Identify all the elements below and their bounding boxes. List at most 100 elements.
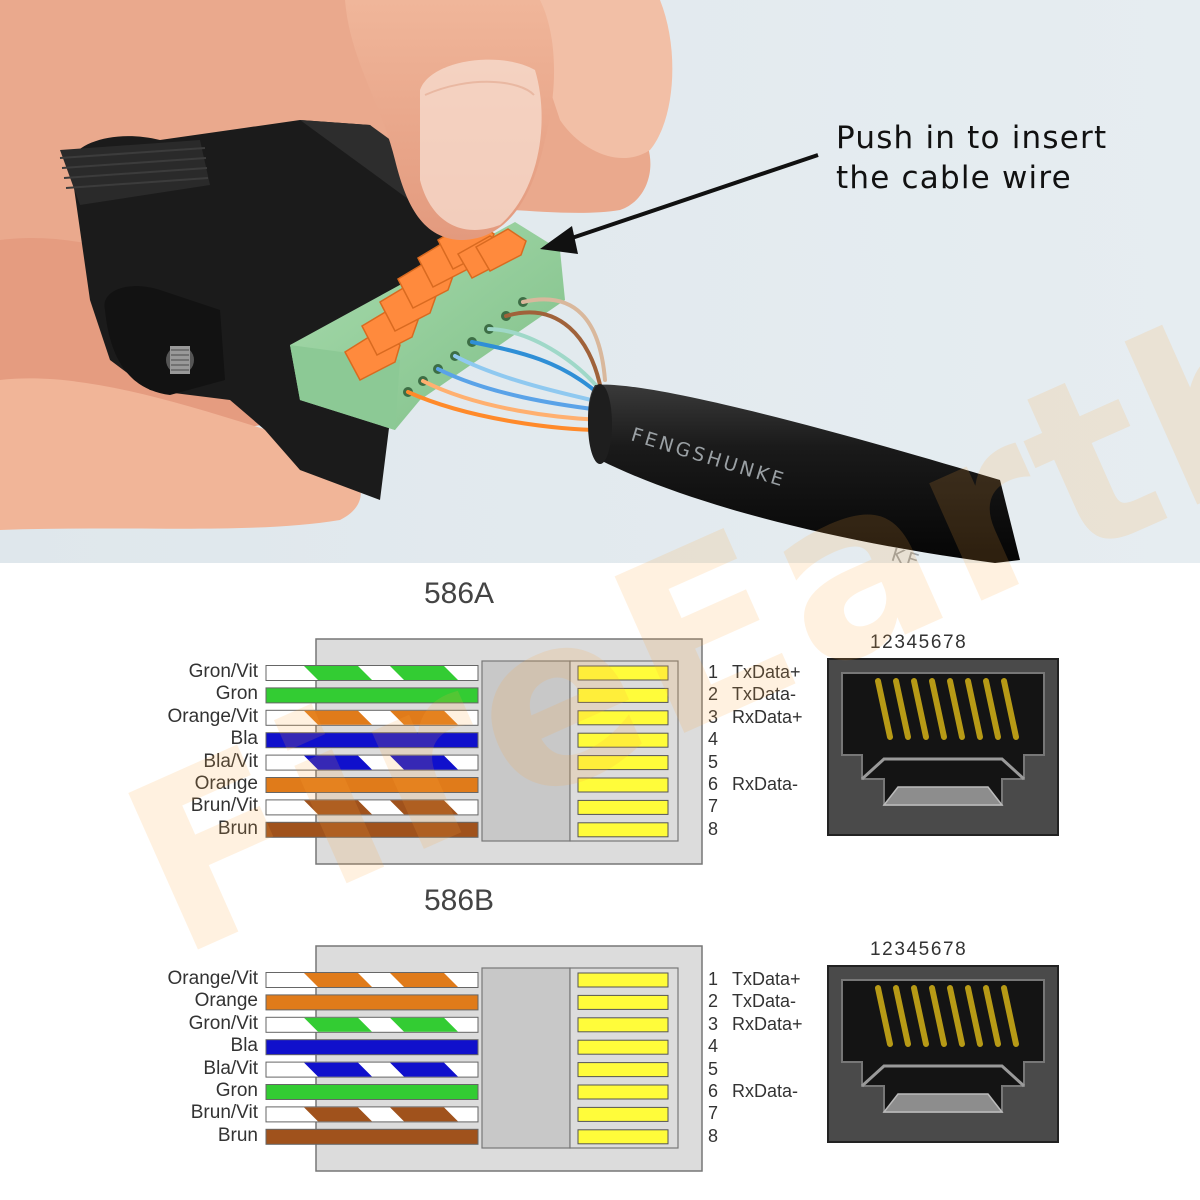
- pin-number: 7: [708, 796, 719, 817]
- pin-number: 1: [708, 969, 719, 989]
- wire-2: [265, 687, 479, 704]
- jack-contact-8: [1001, 678, 1019, 740]
- contact-pin-6: [577, 1084, 669, 1100]
- standard-586a-diagram: 586A 12345678 Gron/Vit 1 TxData+ Gron 2 TxDat…: [0, 577, 1200, 877]
- wire-4: [265, 732, 479, 749]
- pin-number: 3: [708, 1013, 719, 1034]
- wire-stripe: [390, 800, 458, 815]
- pin-number: 2: [708, 684, 719, 705]
- jack-contact-2: [893, 678, 911, 740]
- wire-label: Bla/Vit: [203, 750, 258, 772]
- wire-stripe: [390, 1062, 458, 1077]
- plug-latch: [481, 660, 571, 842]
- pin-number: 1: [708, 662, 719, 682]
- pin-signal: TxData-: [732, 684, 797, 705]
- jack-contact-8: [1001, 985, 1019, 1047]
- pin-number: 5: [708, 751, 719, 772]
- jack-contact-6: [965, 985, 983, 1047]
- jack-pin-numbers: 12345678: [870, 632, 968, 653]
- wire-stripe: [304, 973, 372, 987]
- wire-stripe: [304, 1017, 372, 1032]
- pin-signal: TxData+: [732, 969, 801, 989]
- wire-4: [265, 1039, 479, 1056]
- wire-label: Brun: [217, 1124, 258, 1146]
- wire-2: [265, 994, 479, 1011]
- wire-label: Orange/Vit: [167, 705, 258, 727]
- wire-stripe: [390, 755, 458, 770]
- callout-line-2: the cable wire: [836, 160, 1072, 196]
- pin-number: 8: [708, 818, 719, 839]
- wire-label: Gron/Vit: [188, 661, 258, 682]
- wire-stripe: [304, 1062, 372, 1077]
- contact-pin-3: [577, 1017, 669, 1033]
- pin-number: 6: [708, 774, 719, 794]
- pin-number: 7: [708, 1103, 719, 1124]
- pin-signal: RxData-: [732, 774, 799, 794]
- wire-stripe: [390, 1107, 458, 1122]
- wire-stripe: [390, 973, 458, 987]
- callout-arrowhead: [540, 226, 578, 254]
- pin-number: 4: [708, 1036, 719, 1057]
- contact-pin-7: [577, 799, 669, 815]
- jack-contact-3: [911, 678, 929, 740]
- jack-contact-4: [929, 985, 947, 1047]
- wire-label: Brun/Vit: [190, 1102, 258, 1124]
- pin-signal: RxData+: [732, 1013, 803, 1034]
- wire-label: Orange: [194, 990, 258, 1012]
- product-photo: FENGSHUNKE KE Push in to insert the cabl…: [0, 0, 1200, 563]
- jack-contact-5: [947, 985, 965, 1047]
- contact-pin-2: [577, 687, 669, 703]
- wire-stripe: [390, 1017, 458, 1032]
- pin-number: 3: [708, 706, 719, 727]
- wire-label: Gron: [215, 1080, 258, 1101]
- pin-signal: TxData-: [732, 991, 797, 1012]
- pin-number: 4: [708, 729, 719, 750]
- plug-latch: [481, 967, 571, 1149]
- wire-stripe: [390, 666, 458, 680]
- callout-line-1: Push in to insert: [836, 120, 1108, 156]
- contact-pin-2: [577, 994, 669, 1010]
- wire-stripe: [304, 1107, 372, 1122]
- pin-signal: TxData+: [732, 662, 801, 682]
- connector-photo-illustration: FENGSHUNKE KE: [0, 0, 1200, 563]
- wire-8: [265, 821, 479, 838]
- jack-contact-4: [929, 678, 947, 740]
- wire-stripe: [304, 755, 372, 770]
- wire-label: Gron/Vit: [188, 1012, 258, 1034]
- wire-label: Brun: [217, 817, 258, 839]
- wire-label: Orange: [194, 773, 258, 794]
- pin-number: 8: [708, 1125, 719, 1146]
- pin-number: 6: [708, 1081, 719, 1101]
- wire-label: Bla: [230, 1035, 258, 1057]
- jack-contact-3: [911, 985, 929, 1047]
- jack-pin-numbers: 12345678: [870, 939, 968, 960]
- jack-contact-7: [983, 678, 1001, 740]
- wire-stripe: [390, 710, 458, 725]
- contact-pin-8: [577, 1129, 669, 1145]
- wire-6: [265, 1084, 479, 1100]
- pin-signal: RxData-: [732, 1081, 799, 1101]
- contact-pin-4: [577, 732, 669, 748]
- jack-contact-7: [983, 985, 1001, 1047]
- standard-586a-graphic: [265, 638, 1059, 865]
- standard-title: 586B: [424, 884, 495, 917]
- contact-pin-6: [577, 777, 669, 793]
- contact-pin-3: [577, 710, 669, 726]
- callout-arrow: [559, 153, 819, 244]
- wire-label: Bla: [230, 728, 258, 750]
- wire-stripe: [304, 710, 372, 725]
- pin-signal: RxData+: [732, 706, 803, 727]
- wire-label: Brun/Vit: [190, 795, 258, 817]
- contact-pin-1: [577, 972, 669, 988]
- wire-stripe: [304, 666, 372, 680]
- wire-label: Orange/Vit: [167, 968, 258, 989]
- standard-title: 586A: [424, 577, 495, 610]
- pin-number: 5: [708, 1058, 719, 1079]
- contact-pin-8: [577, 822, 669, 838]
- jack-contact-6: [965, 678, 983, 740]
- jack-contact-1: [875, 678, 893, 740]
- wire-label: Gron: [215, 683, 258, 705]
- wire-stripe: [304, 800, 372, 815]
